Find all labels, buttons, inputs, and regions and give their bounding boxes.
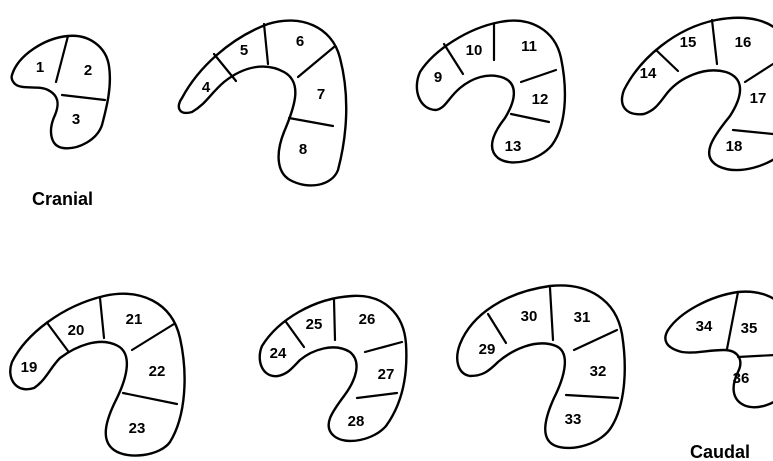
segment-label-5: 5 [240, 42, 248, 59]
segment-divider [334, 300, 335, 340]
section-4-8: 4 5 6 7 8 [179, 21, 346, 186]
segment-label-16: 16 [735, 34, 752, 51]
segment-label-32: 32 [590, 363, 607, 380]
segment-label-34: 34 [696, 318, 713, 335]
section-19-23: 19 20 21 22 23 [10, 294, 184, 456]
segment-label-7: 7 [317, 86, 325, 103]
section-24-28: 24 25 26 27 28 [260, 296, 407, 441]
segment-label-25: 25 [306, 316, 323, 333]
segment-label-18: 18 [726, 138, 743, 155]
segment-label-8: 8 [299, 141, 307, 158]
segment-label-6: 6 [296, 33, 304, 50]
segment-label-35: 35 [741, 320, 758, 337]
caudal-label: Caudal [690, 442, 750, 461]
segment-label-22: 22 [149, 363, 166, 380]
segment-label-33: 33 [565, 411, 582, 428]
section-14-18: 14 15 16 17 18 [622, 18, 773, 170]
segment-label-10: 10 [466, 42, 483, 59]
segment-label-13: 13 [505, 138, 522, 155]
segment-label-9: 9 [434, 69, 442, 86]
segment-label-1: 1 [36, 59, 44, 76]
section-34-36: 34 35 36 [665, 292, 773, 408]
segment-label-12: 12 [532, 91, 549, 108]
segment-label-20: 20 [68, 322, 85, 339]
segment-label-23: 23 [129, 420, 146, 437]
segment-label-31: 31 [574, 309, 591, 326]
segment-label-27: 27 [378, 366, 395, 383]
segment-label-14: 14 [640, 65, 657, 82]
section-1-3: 1 2 3 [12, 36, 110, 148]
segment-label-24: 24 [270, 345, 287, 362]
segment-label-36: 36 [733, 370, 750, 387]
segment-label-3: 3 [72, 111, 80, 128]
segment-label-11: 11 [521, 38, 537, 55]
segment-label-30: 30 [521, 308, 538, 325]
segment-label-4: 4 [202, 79, 211, 96]
segment-label-17: 17 [750, 90, 767, 107]
section-outline [179, 21, 346, 186]
segment-label-15: 15 [680, 34, 697, 51]
section-outline [12, 36, 110, 148]
cranial-label: Cranial [32, 189, 93, 209]
segment-label-28: 28 [348, 413, 365, 430]
section-29-33: 29 30 31 32 33 [457, 285, 625, 448]
segment-label-26: 26 [359, 311, 376, 328]
segment-label-19: 19 [21, 359, 38, 376]
segment-label-29: 29 [479, 341, 496, 358]
segment-label-21: 21 [126, 311, 143, 328]
section-outline [665, 292, 773, 408]
section-9-13: 9 10 11 12 13 [417, 21, 565, 163]
segment-label-2: 2 [84, 62, 92, 79]
